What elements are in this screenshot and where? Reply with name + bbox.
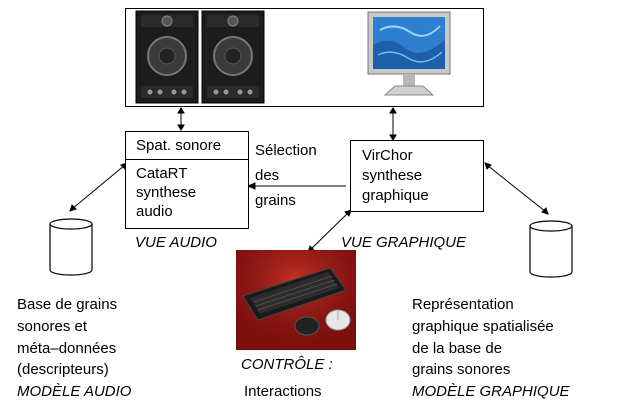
audio-database-line: sonores et — [17, 318, 88, 335]
keyboard-icon — [242, 267, 347, 321]
database-icon — [49, 218, 93, 276]
graphic-module-line: graphique — [362, 187, 429, 204]
selection-label-line: des — [255, 167, 280, 184]
audio-module-line: audio — [136, 203, 173, 220]
audio-module-line: synthese — [136, 184, 197, 201]
audio-module-divider — [126, 159, 248, 160]
graphic-database-line: de la base de — [412, 340, 503, 357]
audio-database-line: (descripteurs) — [17, 361, 109, 378]
control-sublabel: Interactions — [244, 383, 322, 400]
audio-module-caption: VUE AUDIO — [135, 234, 217, 251]
control-illustration — [236, 250, 356, 350]
graphic-database-line: Représentation — [412, 296, 514, 313]
audio-database-line: méta–données — [17, 340, 117, 357]
graphic-module-line: synthese — [362, 167, 423, 184]
audio-module-line: CataRT — [136, 165, 188, 182]
audio-database-caption: MODÈLE AUDIO — [17, 383, 132, 400]
audio-module-top-label: Spat. sonore — [136, 137, 222, 154]
graphic-database-caption: MODÈLE GRAPHIQUE — [412, 383, 570, 400]
graphic-module-caption: VUE GRAPHIQUE — [341, 234, 467, 251]
control-caption: CONTRÔLE : — [241, 356, 333, 373]
monitor-icon — [367, 11, 451, 96]
graphic-module — [350, 140, 484, 212]
database-icon — [529, 220, 573, 278]
speaker-icon — [135, 10, 199, 104]
graphic-database-line: graphique spatialisée — [412, 318, 554, 335]
mouse-icon — [294, 309, 351, 336]
selection-label-line: Sélection — [255, 142, 317, 159]
graphic-database-line: grains sonores — [412, 361, 511, 378]
selection-label-line: grains — [255, 192, 296, 209]
audio-module — [125, 131, 249, 229]
speaker-icon — [201, 10, 265, 104]
graphic-module-line: VirChor — [362, 147, 413, 164]
audio-database-line: Base de grains — [17, 296, 118, 313]
